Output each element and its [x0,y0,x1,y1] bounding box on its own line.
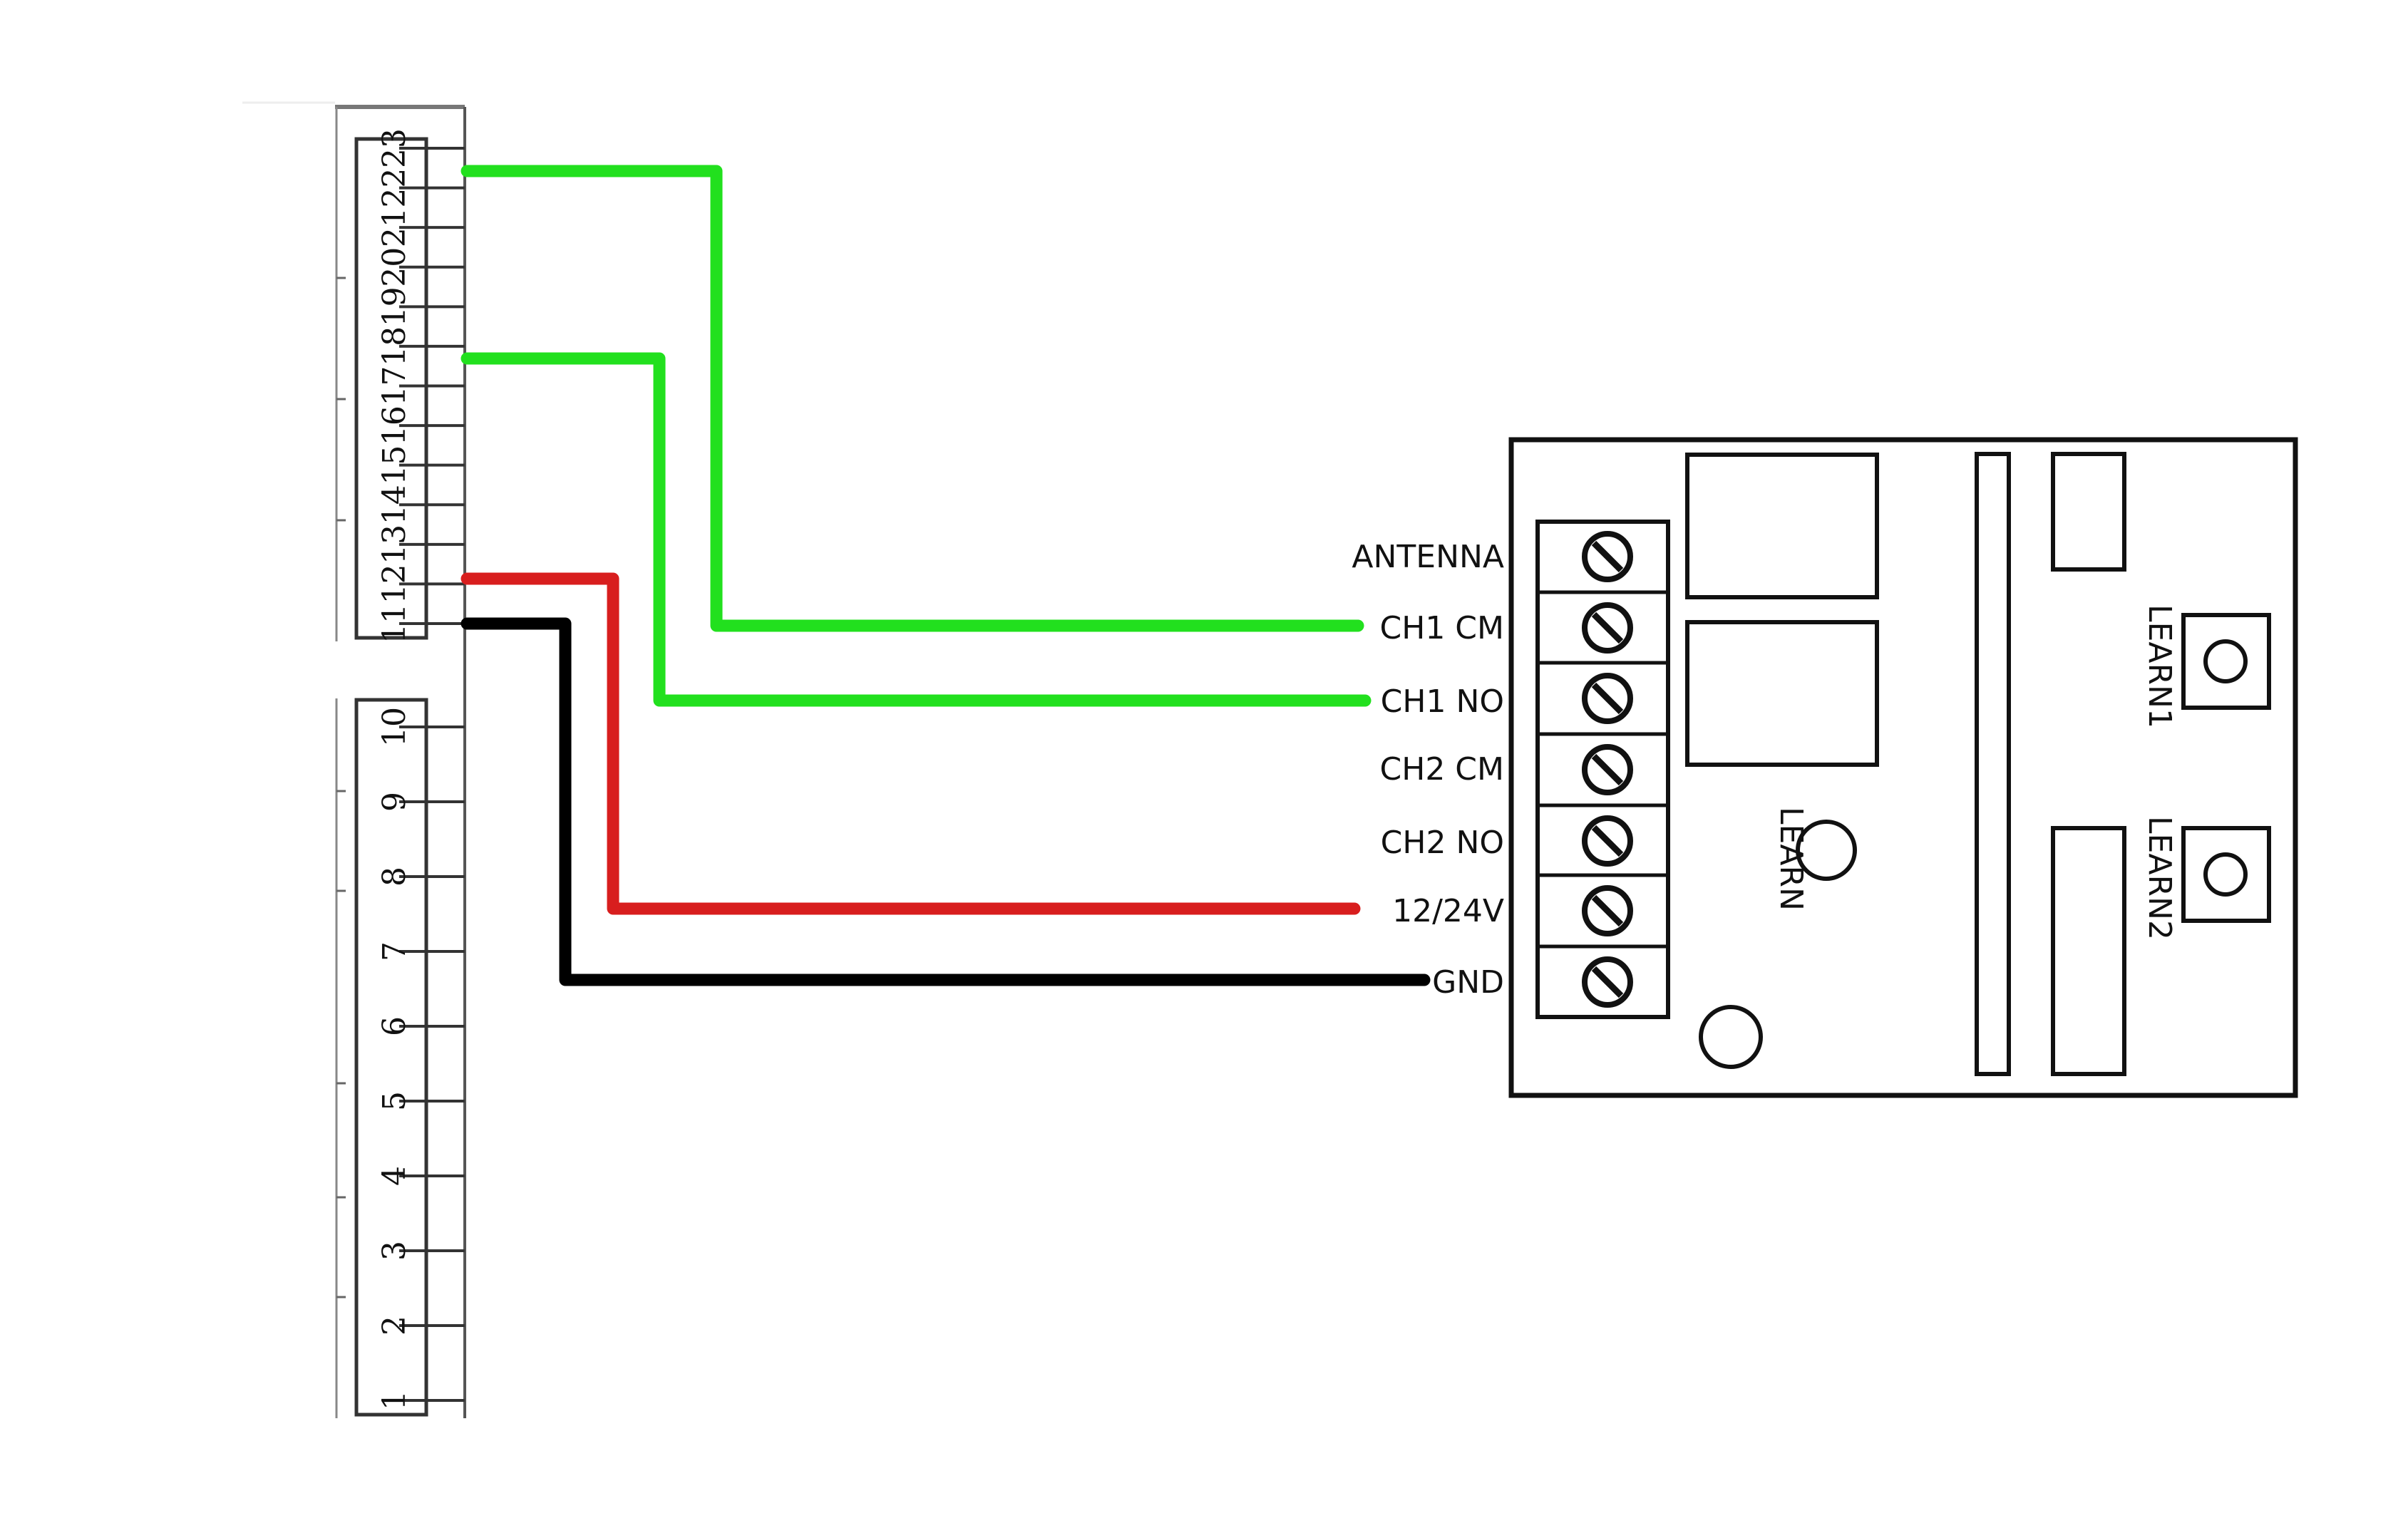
pin-number: 16 [376,406,413,445]
wire-pin11-gnd [460,617,1431,986]
pin-number: 6 [376,1016,413,1036]
wire-pin22-ch1-cm [460,165,1364,632]
terminal-labels: ANTENNA CH1 CM CH1 NO CH2 CM CH2 NO 12/2… [1352,539,1504,1001]
learn-label: LEARN [1773,807,1809,911]
pin-number: 17 [376,366,413,406]
pin-number: 15 [376,445,413,485]
pin-number: 5 [376,1091,413,1111]
pin-number: 14 [376,485,413,525]
pin-number: 4 [376,1166,413,1186]
terminal-screws [1538,531,1668,1008]
receiver-board: LEARN LEARN1 LEARN2 [1508,437,2298,1098]
pin-number: 7 [376,941,413,961]
pin-number: 20 [376,247,413,287]
pin-number: 22 [376,168,413,208]
label-ch1-cm: CH1 CM [1380,610,1504,646]
wire-pin12-power [460,572,1361,915]
relay-2 [1685,620,1879,767]
pin-number: 18 [376,326,413,366]
label-power: 12/24V [1392,893,1504,929]
learn1-button[interactable] [2181,613,2271,710]
label-antenna: ANTENNA [1352,539,1504,575]
learn1-label: LEARN1 [2141,604,2178,728]
component-top-right [2051,452,2126,572]
terminal-screw-power[interactable] [1582,885,1633,936]
pin-number: 8 [376,867,413,887]
wire-pin18-ch1-no [460,352,1372,707]
learn2-button[interactable] [2181,826,2271,923]
terminal-screw-ch1-cm[interactable] [1582,602,1633,654]
learn2-label: LEARN2 [2141,816,2178,940]
pin-number: 2 [376,1316,413,1336]
pin-number: 19 [376,286,413,326]
terminal-screw-gnd[interactable] [1582,956,1633,1008]
label-gnd: GND [1432,964,1504,1001]
pin-number: 10 [376,707,413,747]
relay-1 [1685,453,1879,599]
pin-number: 11 [376,604,413,644]
pin-number: 13 [376,525,413,564]
component-bottom-right [2051,826,2126,1076]
learn-led [1796,820,1857,881]
label-ch2-cm: CH2 CM [1380,751,1504,788]
wires [460,165,1431,986]
terminal-block-lower: 1 2 3 4 5 6 7 8 9 10 [354,698,465,1417]
mount-hole [1699,1005,1763,1069]
pin-number: 3 [376,1241,413,1261]
terminal-screw-ch2-no[interactable] [1582,815,1633,867]
terminal-screw-ch2-cm[interactable] [1582,744,1633,795]
terminal-screw-ch1-no[interactable] [1582,673,1633,724]
label-ch2-no: CH2 NO [1381,825,1504,861]
pin-number: 23 [376,128,413,168]
label-ch1-no: CH1 NO [1381,683,1504,720]
pin-number: 12 [376,564,413,604]
pin-number: 1 [376,1390,413,1410]
terminal-screw-antenna[interactable] [1582,531,1633,582]
pin-number: 9 [376,792,413,812]
pin-number: 21 [376,207,413,247]
board-slot [1975,452,2011,1076]
